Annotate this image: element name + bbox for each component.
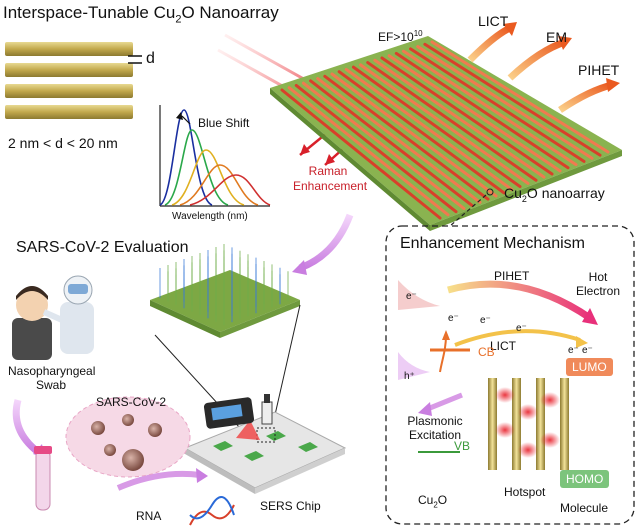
- homo-box: HOMO: [560, 470, 610, 488]
- nanoarray-rod: [416, 45, 594, 160]
- nanoarray-rod: [394, 51, 570, 170]
- sars-cov-2-label: SARS-CoV-2: [96, 395, 167, 409]
- nanoarray-rod: [351, 65, 522, 189]
- gold-bar: [488, 378, 497, 470]
- hole-symbol: h⁺: [404, 371, 415, 382]
- hotspot-glow: [540, 432, 560, 448]
- em-label: EM: [546, 29, 567, 45]
- sers-array-small: [150, 244, 300, 338]
- lict-label: LICT: [478, 13, 509, 29]
- nanoarray-rod: [316, 77, 482, 204]
- nanoarray-rod: [359, 63, 530, 185]
- sers-chip-label: SERS Chip: [260, 499, 321, 513]
- sers-chip: [183, 394, 347, 494]
- vb-label: VB: [454, 439, 471, 453]
- gap-label: d: [146, 50, 155, 67]
- hotspot-glow: [518, 404, 538, 420]
- electron-symbol-5: e⁻: [568, 345, 579, 356]
- gold-bar: [536, 378, 545, 470]
- nanoarray-rod: [337, 70, 506, 195]
- gold-nanorods: [5, 42, 142, 119]
- mechanism-lict-label: LICT: [490, 339, 517, 353]
- wavelength-axis-label: Wavelength (nm): [172, 211, 248, 222]
- cu2o-nanoarray: [270, 36, 622, 231]
- mechanism-cu2o-label: Cu2O: [418, 493, 448, 510]
- electron-symbol-4: e⁻: [516, 323, 527, 334]
- nanoarray-rod: [287, 86, 450, 217]
- hotspot-glow: [518, 442, 538, 458]
- nanoarray-rod: [323, 74, 490, 201]
- nanoarray-rod: [280, 88, 442, 220]
- nanoarray-rod: [373, 58, 546, 179]
- rna-helix: [189, 496, 235, 526]
- hotspot-glow: [495, 387, 515, 403]
- nanoarray-rod: [301, 81, 466, 211]
- electron-symbol-2: e⁻: [448, 313, 459, 324]
- nanoarray-rod: [380, 56, 554, 176]
- zoom-connector: [449, 194, 487, 227]
- blue-shift-label: Blue Shift: [198, 116, 250, 130]
- nanoarray-rod: [294, 83, 458, 214]
- sample-tube: [34, 446, 52, 511]
- virus-bubble: [65, 396, 191, 478]
- gold-bar: [512, 378, 521, 470]
- hotspot-glow: [495, 422, 515, 438]
- nanoarray-rod: [330, 72, 498, 198]
- nanoarray-rod: [401, 49, 578, 167]
- nanoarray-rod: [309, 79, 474, 207]
- emission-arrows: [467, 22, 620, 113]
- ef-label: EF>1010: [378, 29, 423, 44]
- nanoarray-rod: [409, 47, 586, 163]
- nanoarray-rod: [387, 54, 562, 173]
- swab-people-illustration: [12, 275, 94, 360]
- spectra-plot: [159, 105, 271, 207]
- cb-label: CB: [478, 345, 495, 359]
- gold-bar: [560, 378, 569, 470]
- molecule-label: Molecule: [560, 501, 609, 515]
- cu2o-nanoarray-label: Cu2O nanoarray: [504, 185, 605, 204]
- gap-range-label: 2 nm < d < 20 nm: [8, 135, 118, 151]
- electron-symbol-6: e⁻: [582, 345, 593, 356]
- zoom-origin: [486, 188, 494, 196]
- mechanism-box: [385, 225, 635, 525]
- mechanism-pihet-label: PIHET: [494, 269, 530, 283]
- sars-evaluation-title: SARS-CoV-2 Evaluation: [16, 239, 189, 256]
- electron-symbol-3: e⁻: [480, 315, 491, 326]
- nanoarray-rod: [366, 61, 538, 182]
- nanoarray-rod: [423, 42, 602, 157]
- main-title: Interspace-Tunable Cu2O Nanoarray: [3, 3, 279, 26]
- mechanism-title: Enhancement Mechanism: [400, 235, 585, 252]
- zoom-line-right: [271, 304, 301, 429]
- mechanism-graphic: [398, 280, 598, 470]
- lumo-box: LUMO: [566, 358, 613, 376]
- rna-label: RNA: [136, 509, 162, 523]
- hotspot-label: Hotspot: [504, 485, 546, 499]
- electron-symbol-1: e⁻: [406, 291, 417, 302]
- hotspot-glow: [540, 392, 560, 408]
- flow-arrows: [12, 213, 463, 491]
- nanoarray-rod: [430, 40, 610, 154]
- nanoarray-rod: [344, 67, 514, 192]
- pihet-label: PIHET: [578, 62, 620, 78]
